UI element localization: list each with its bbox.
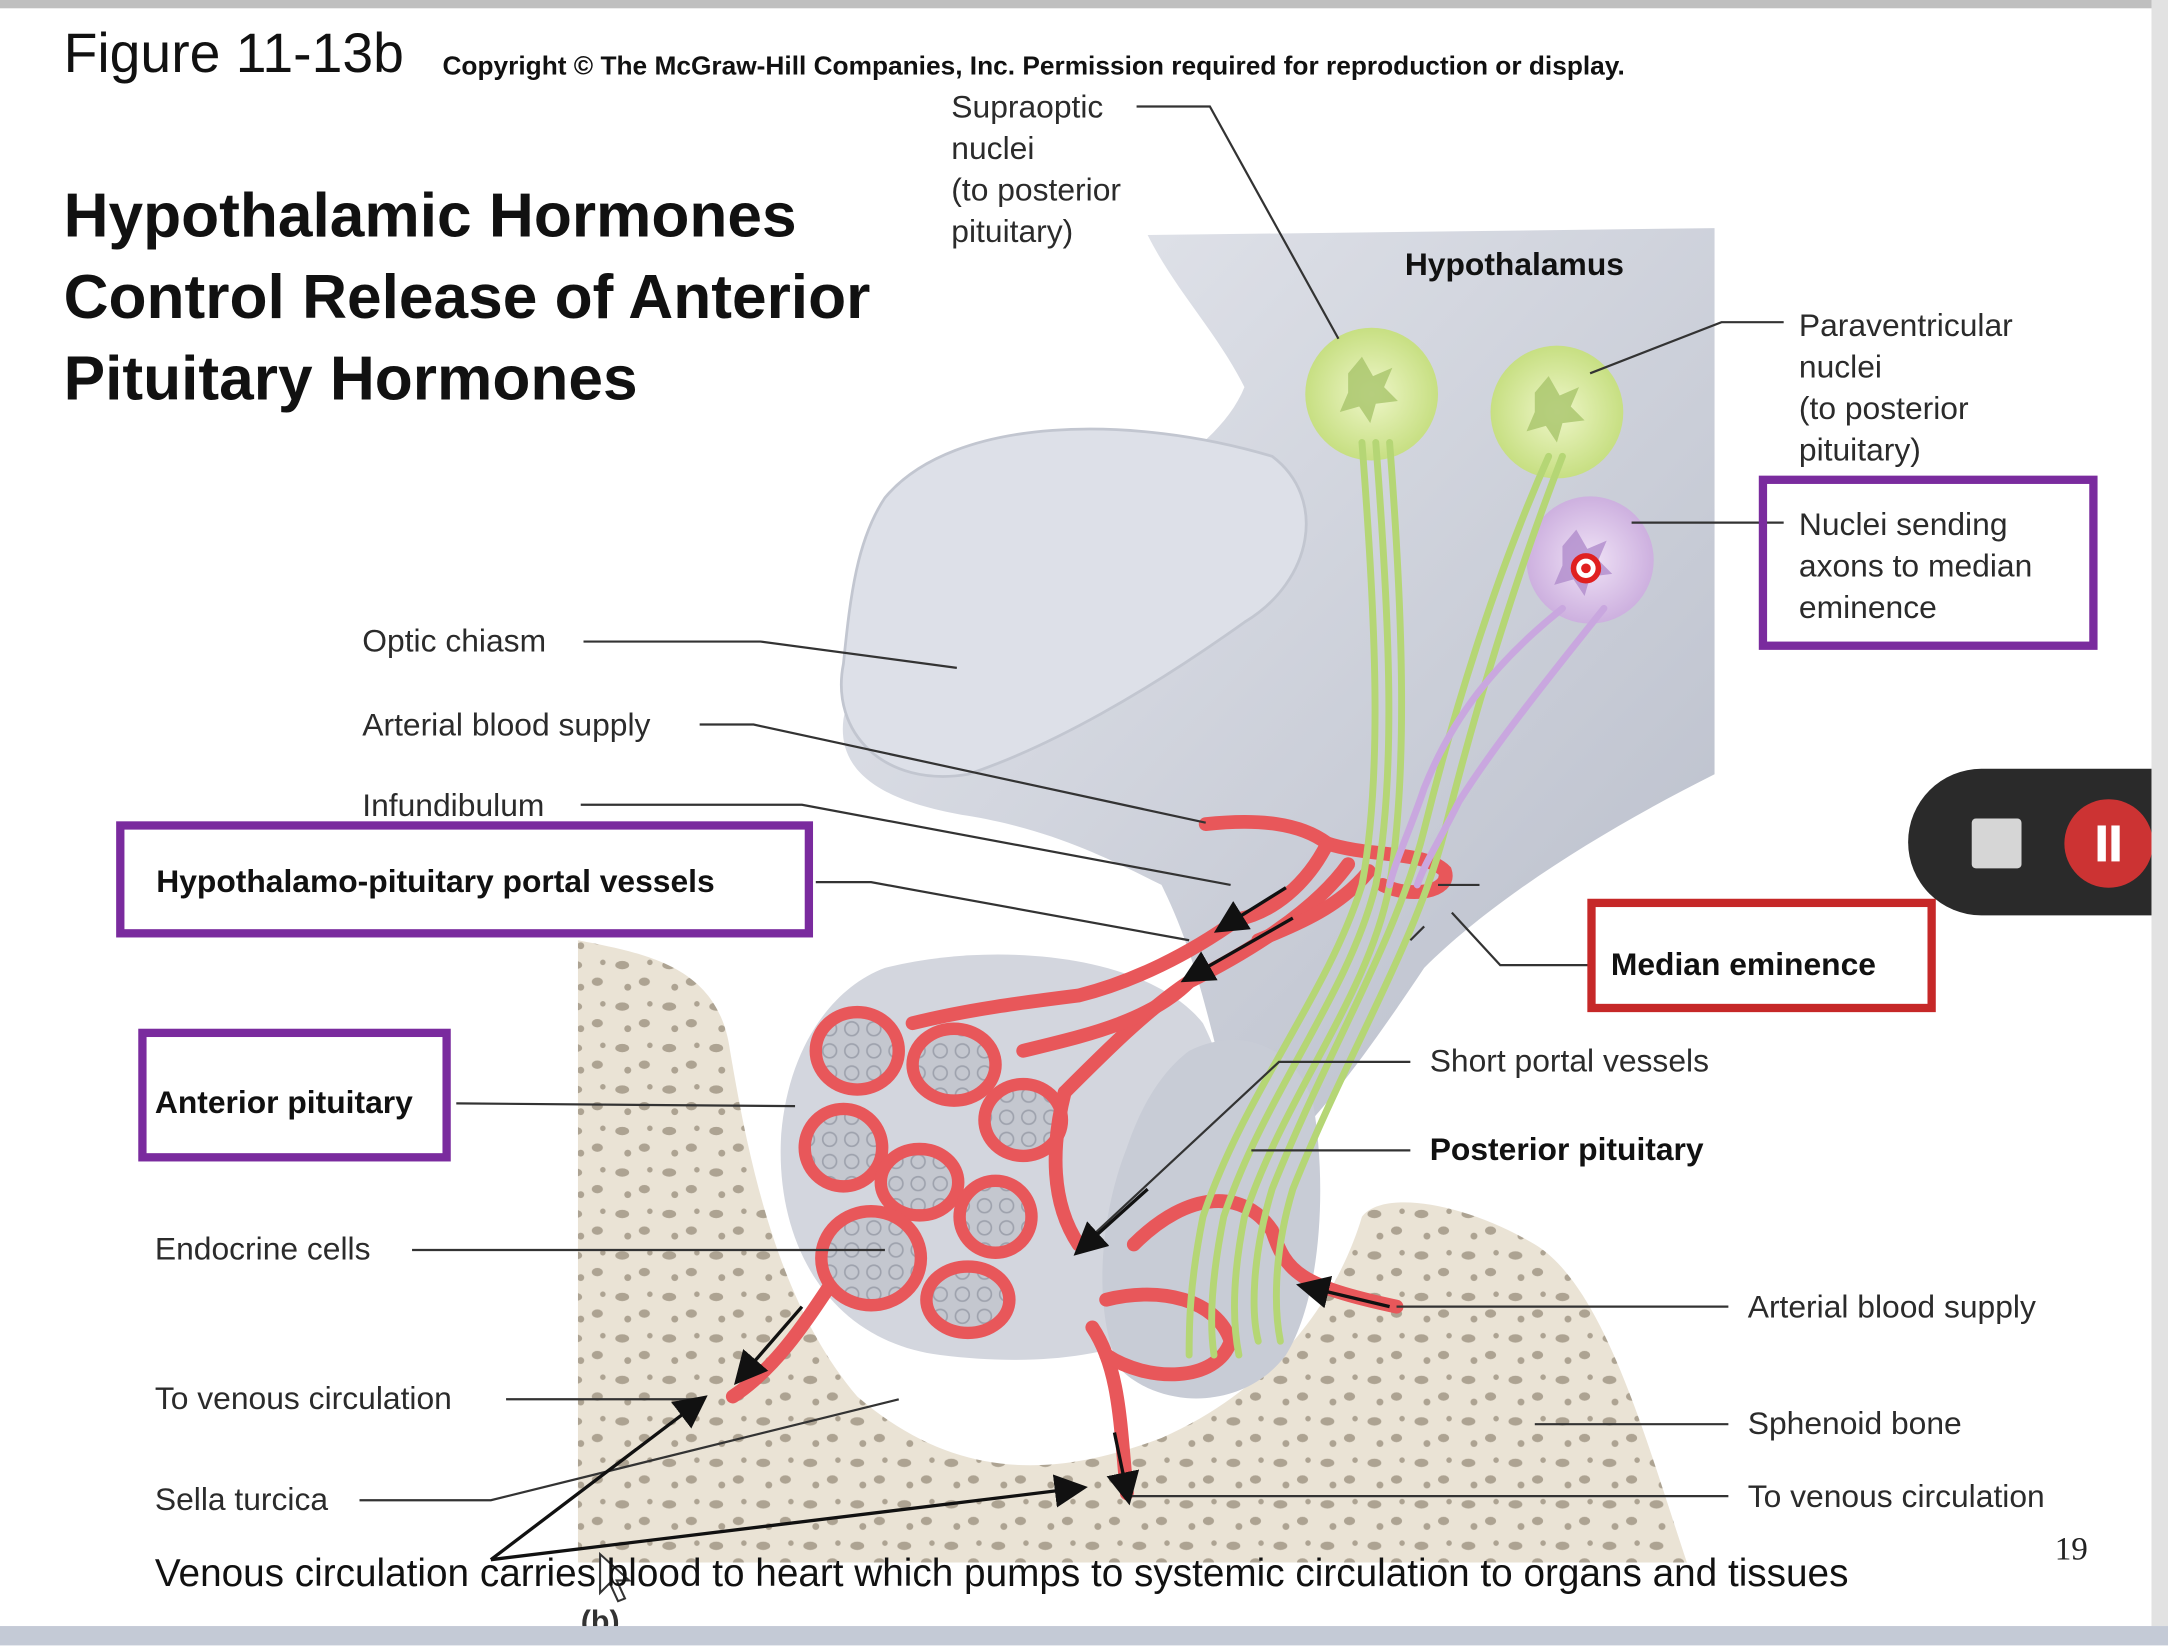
taskbar-strip <box>0 1626 2168 1646</box>
median-eminence-axons <box>1386 604 1608 889</box>
label-paraventricular-nuclei: Paraventricular nuclei (to posterior pit… <box>1798 306 2013 468</box>
flow-arrows <box>489 886 1390 1562</box>
label-median-eminence: Median eminence <box>1610 945 1876 982</box>
optic-chiasm-shape <box>840 427 1308 778</box>
median-eminence-nucleus <box>1526 496 1654 624</box>
label-supraoptic-nuclei: Supraoptic nuclei (to posterior pituitar… <box>951 88 1121 249</box>
window-right-edge <box>2151 0 2168 1627</box>
stop-recording-button[interactable] <box>1971 818 2022 869</box>
pause-recording-button[interactable] <box>2064 799 2153 888</box>
label-portal-vessels: Hypothalamo-pituitary portal vessels <box>156 862 715 899</box>
highlight-box-nuclei <box>1758 475 2098 650</box>
endocrine-cell-clusters <box>798 1005 1069 1340</box>
figure-number: Figure 11-13b <box>63 23 404 85</box>
supraoptic-nucleus <box>1305 327 1439 461</box>
annotation-caption: Venous circulation carries blood to hear… <box>154 1551 1849 1595</box>
highlight-box-median-eminence <box>1587 898 1936 1013</box>
label-short-portal-vessels: Short portal vessels <box>1429 1042 1709 1079</box>
label-venous-circulation-right: To venous circulation <box>1747 1478 2045 1515</box>
sphenoid-bone-shape <box>577 940 1687 1563</box>
hypothalamus-tissue <box>842 228 1715 1148</box>
label-optic-chiasm: Optic chiasm <box>362 622 547 659</box>
label-anterior-pituitary: Anterior pituitary <box>154 1084 413 1120</box>
label-infundibulum: Infundibulum <box>362 786 545 823</box>
posterior-pituitary-shape <box>1102 1040 1321 1399</box>
paraventricular-nucleus <box>1490 345 1624 479</box>
slide-title: Hypothalamic Hormones Control Release of… <box>63 179 871 414</box>
mouse-cursor-icon <box>599 1551 632 1603</box>
highlight-box-anterior-pituitary <box>138 1028 451 1162</box>
highlight-box-portal-vessels <box>116 821 814 938</box>
page-number: 19 <box>2054 1532 2088 1568</box>
copyright-notice: Copyright © The McGraw-Hill Companies, I… <box>442 52 1625 82</box>
window-top-edge <box>0 0 2168 9</box>
label-posterior-pituitary: Posterior pituitary <box>1429 1131 1704 1167</box>
label-sella-turcica: Sella turcica <box>154 1480 329 1517</box>
label-sphenoid-bone: Sphenoid bone <box>1747 1404 1962 1441</box>
label-nuclei-median-eminence: Nuclei sending axons to median eminence <box>1798 506 2033 625</box>
label-venous-circulation-left: To venous circulation <box>154 1379 452 1416</box>
label-hypothalamus: Hypothalamus <box>1404 246 1624 283</box>
axon-bundles <box>1185 439 1566 1359</box>
label-endocrine-cells: Endocrine cells <box>154 1230 371 1267</box>
label-arterial-blood-supply-top: Arterial blood supply <box>362 706 651 743</box>
label-arterial-blood-supply-bottom: Arterial blood supply <box>1747 1288 2036 1325</box>
leader-lines <box>359 105 1784 1502</box>
